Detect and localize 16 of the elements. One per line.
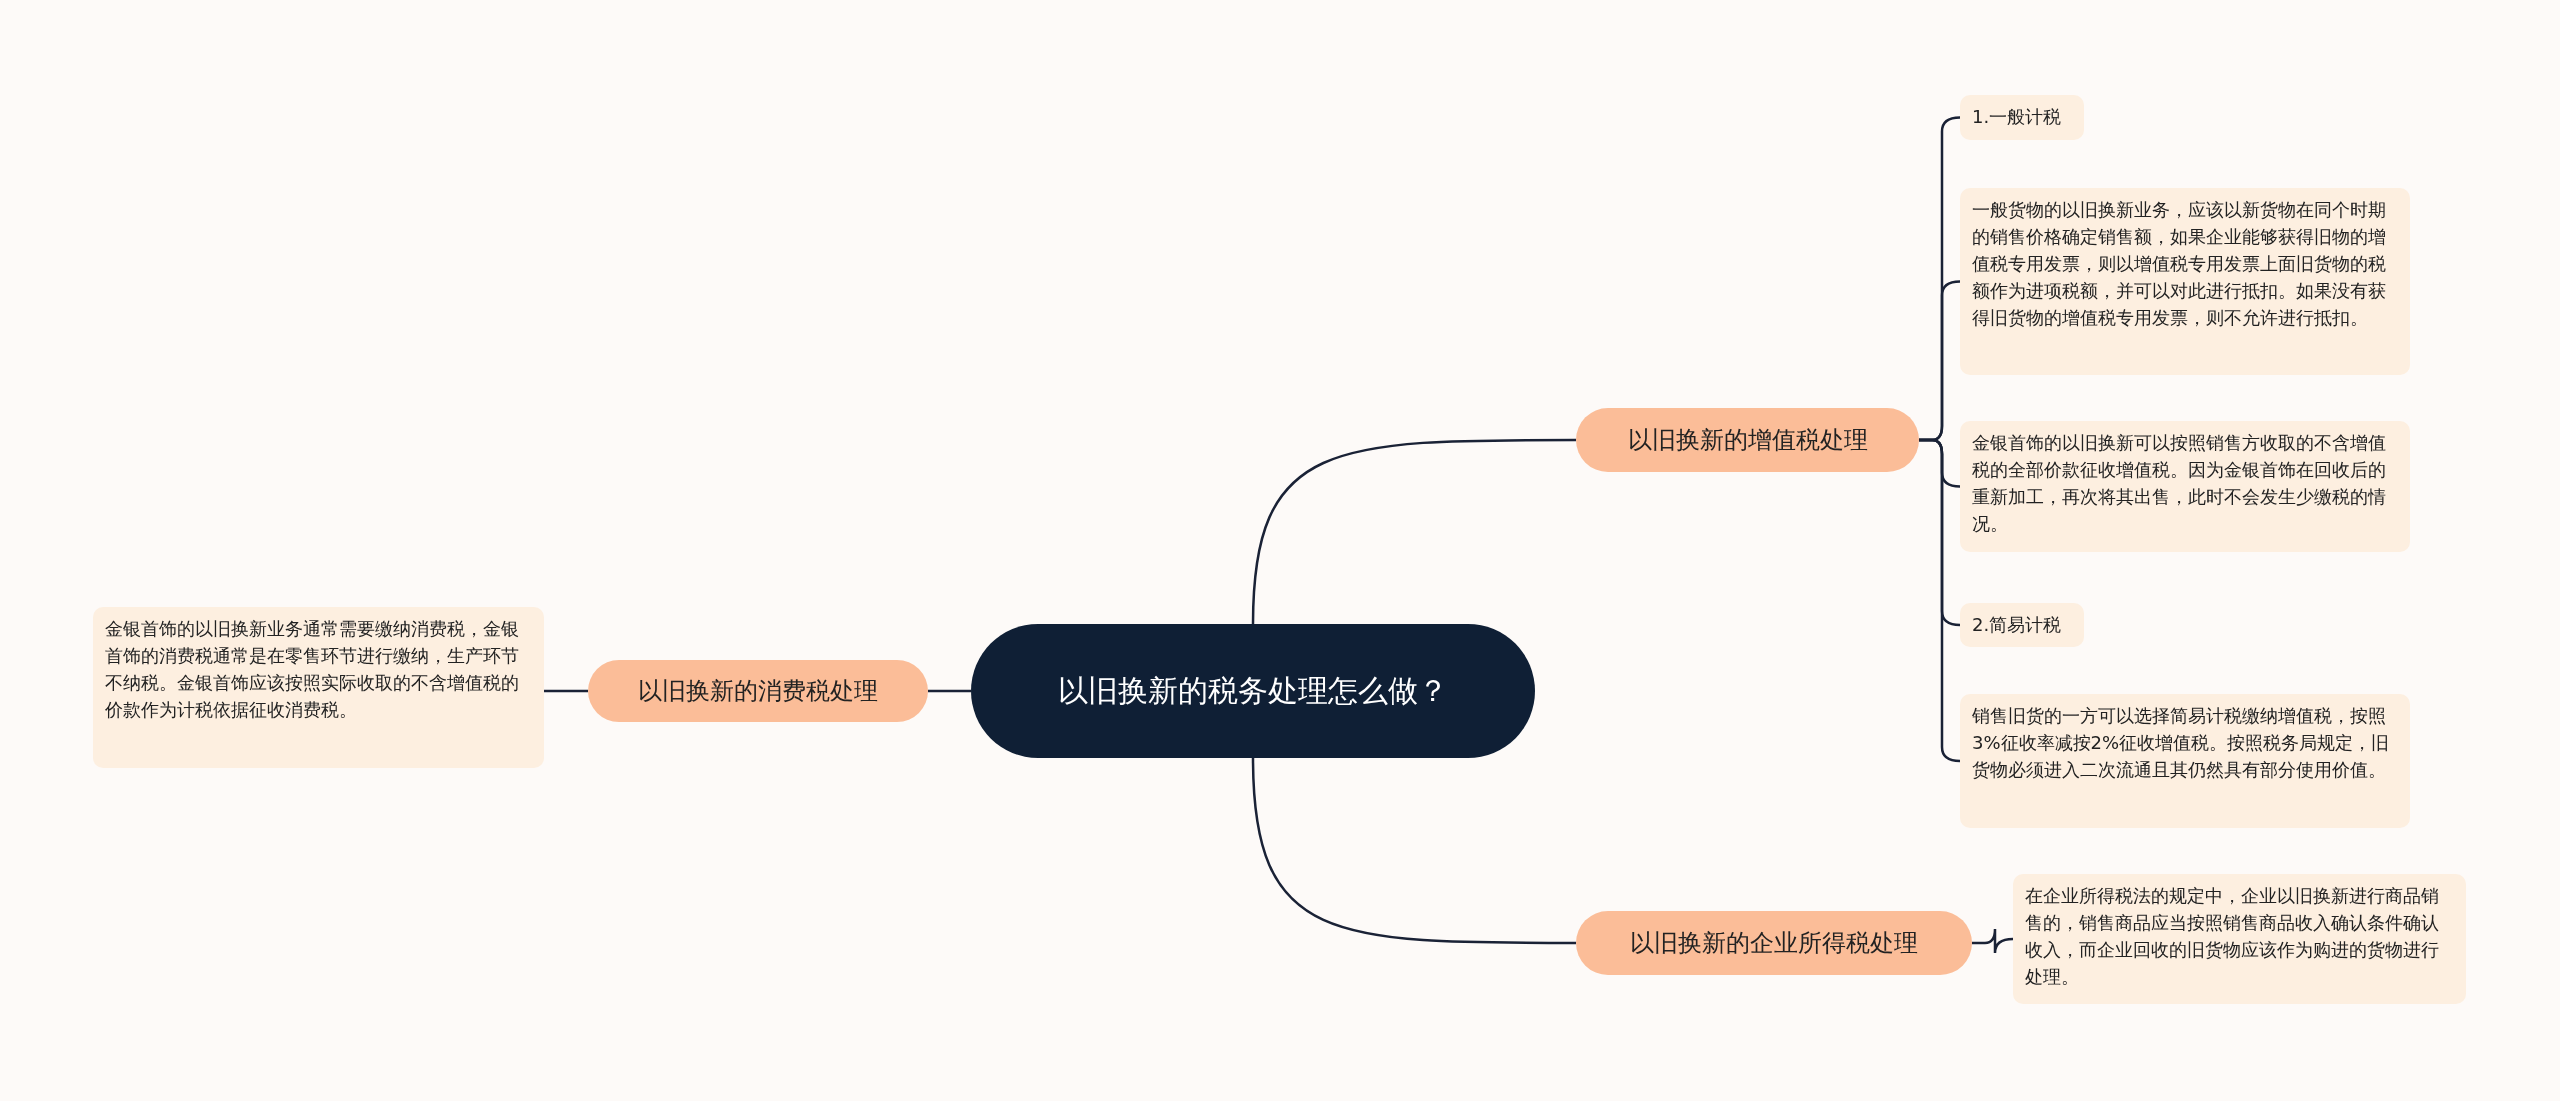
branch-topic: 以旧换新的消费税处理 bbox=[588, 660, 928, 722]
connector-line bbox=[928, 689, 971, 693]
note-card: 在企业所得税法的规定中，企业以旧换新进行商品销售的，销售商品应当按照销售商品收入确认条件确认收入，而企业回收的旧货物应该作为购进的货物进行处理。 bbox=[2013, 874, 2466, 1004]
branch-topic: 以旧换新的企业所得税处理 bbox=[1576, 911, 1972, 975]
note-card: 一般货物的以旧换新业务，应该以新货物在同个时期的销售价格确定销售额，如果企业能够获得旧物的增值税专用发票，则以增值税专用发票上面旧货物的税额作为进项税额，并可以对此进行抵扣。如果没有获得旧货物的增值税专用发票，则不允许进行抵扣。 bbox=[1960, 188, 2410, 375]
connector-line bbox=[1972, 927, 2014, 955]
branch-topic: 以旧换新的增值税处理 bbox=[1576, 408, 1919, 472]
note-card: 2.简易计税 bbox=[1960, 603, 2084, 647]
note-card: 金银首饰的以旧换新可以按照销售方收取的不含增值税的全部价款征收增值税。因为金银首饰在回收后的重新加工，再次将其出售，此时不会发生少缴税的情况。 bbox=[1960, 421, 2410, 552]
connector-line bbox=[544, 689, 588, 693]
connector-line bbox=[1251, 757, 1576, 945]
note-card: 销售旧货的一方可以选择简易计税缴纳增值税，按照3%征收率减按2%征收增值税。按照税务局规定，旧货物必须进入二次流通且其仍然具有部分使用价值。 bbox=[1960, 694, 2410, 828]
central-topic: 以旧换新的税务处理怎么做？ bbox=[971, 624, 1535, 758]
note-card: 1.一般计税 bbox=[1960, 95, 2084, 140]
note-card: 金银首饰的以旧换新业务通常需要缴纳消费税，金银首饰的消费税通常是在零售环节进行缴纳，生产环节不纳税。金银首饰应该按照实际收取的不含增值税的价款作为计税依据征收消费税。 bbox=[93, 607, 544, 768]
connector-line bbox=[1251, 438, 1576, 625]
